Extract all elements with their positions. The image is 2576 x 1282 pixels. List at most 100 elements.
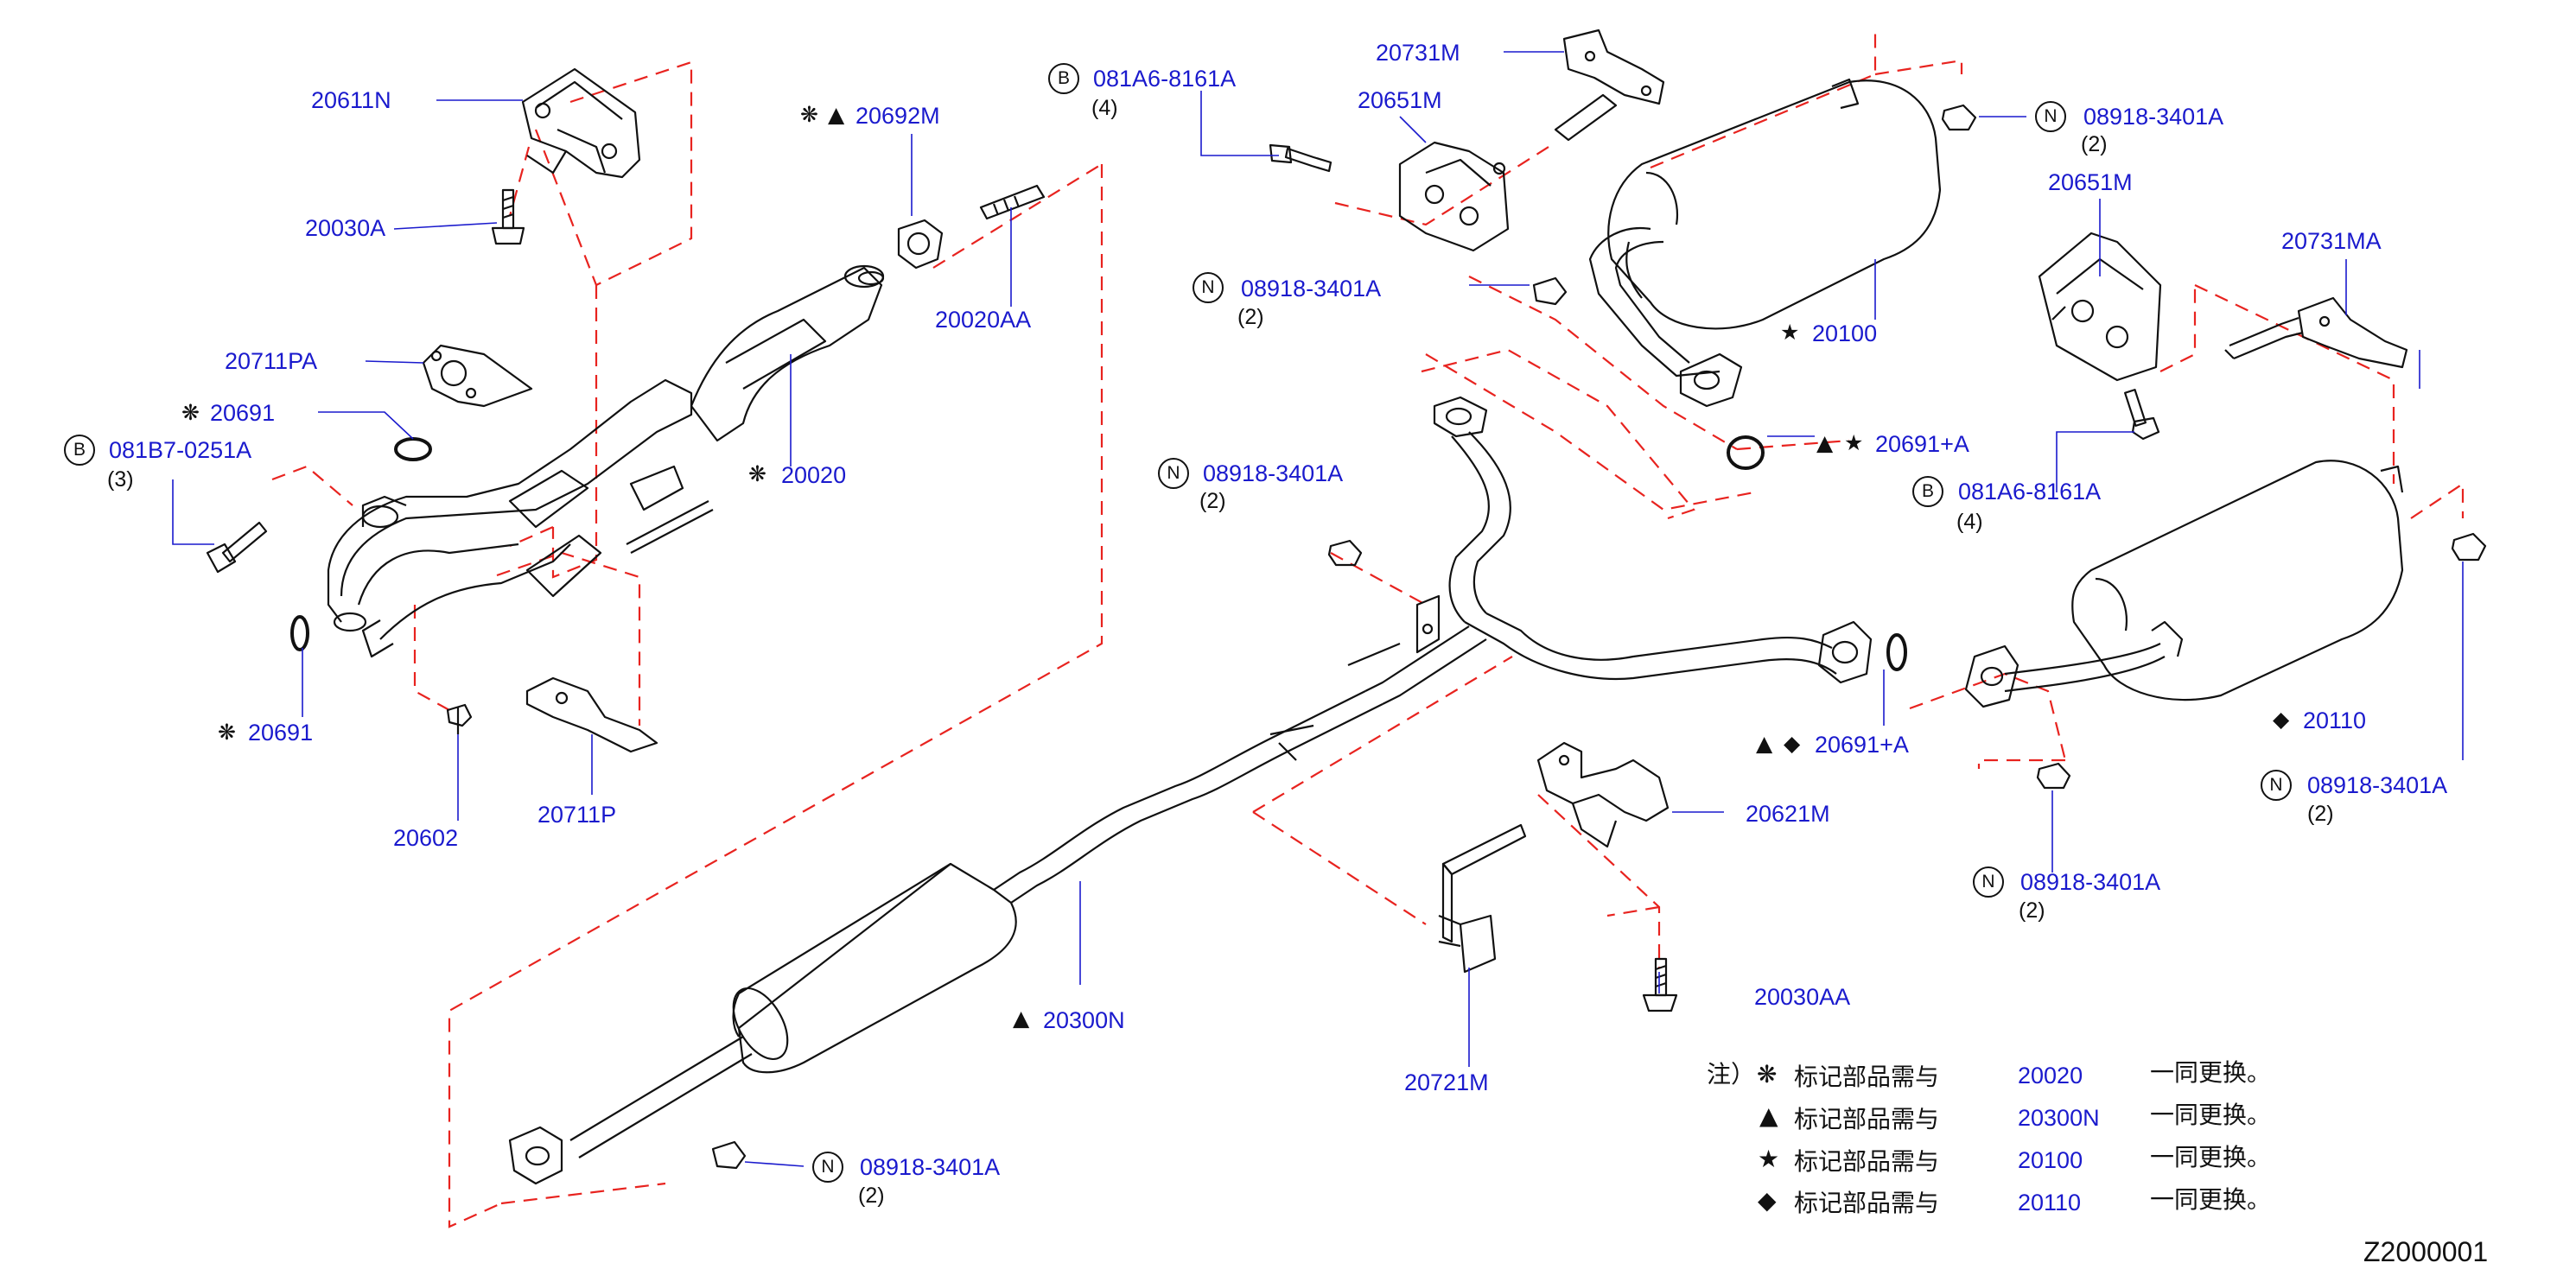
gasket-20691-upper bbox=[394, 437, 432, 461]
note-suffix: 一同更换。 bbox=[2150, 1143, 2272, 1171]
part-label-20621M[interactable]: 20621M bbox=[1746, 801, 1830, 827]
note-text: 标记部品需与 bbox=[1794, 1063, 1940, 1091]
note-symbol: ❋ bbox=[1757, 1060, 1778, 1088]
part-drawings bbox=[206, 29, 2487, 1185]
triangle-marker: ▲ bbox=[1013, 1006, 1030, 1031]
part-label-08918-3401A-3[interactable]: 08918-3401A bbox=[2083, 104, 2224, 130]
part-label-20691+A-lower[interactable]: 20691+A bbox=[1815, 732, 1909, 758]
nut-center-lower bbox=[2036, 762, 2071, 790]
qty-081A6-right: (4) bbox=[1956, 510, 1983, 534]
note-part-link[interactable]: 20020 bbox=[2018, 1063, 2083, 1088]
qty-nut-1: (2) bbox=[1237, 305, 1264, 329]
sun-marker: ❋ bbox=[218, 720, 236, 745]
qty-081B7: (3) bbox=[107, 467, 134, 492]
part-label-20691+A-upper[interactable]: 20691+A bbox=[1875, 431, 1969, 457]
bolt-081B7 bbox=[206, 521, 268, 574]
note-part-link[interactable]: 20100 bbox=[2018, 1147, 2083, 1173]
part-label-20721M[interactable]: 20721M bbox=[1404, 1069, 1489, 1095]
part-label-08918-3401A-5[interactable]: 08918-3401A bbox=[2020, 869, 2161, 895]
part-label-20020AA[interactable]: 20020AA bbox=[935, 307, 1032, 333]
stud-20020AA bbox=[979, 184, 1046, 220]
center-pipe-20300N bbox=[508, 642, 1401, 1185]
bolt-081A6-right bbox=[2124, 389, 2160, 441]
diamond-marker: ◆ bbox=[1784, 731, 1801, 756]
b-callout-icon: B bbox=[1912, 476, 1943, 507]
b-callout-icon: B bbox=[1048, 63, 1079, 94]
part-label-20692M[interactable]: 20692M bbox=[855, 103, 940, 129]
note-part-link[interactable]: 20110 bbox=[2018, 1190, 2082, 1215]
hanger-20731MA bbox=[2224, 296, 2408, 369]
star-marker: ★ bbox=[1844, 430, 1864, 455]
gasket-20691A-lower bbox=[1886, 633, 1907, 671]
part-label-081B7-0251A[interactable]: 081B7-0251A bbox=[109, 437, 252, 463]
heat-plate-20711PA bbox=[422, 344, 533, 408]
part-label-08918-3401A-6[interactable]: 08918-3401A bbox=[860, 1154, 1001, 1180]
part-label-20691-lower[interactable]: 20691 bbox=[248, 720, 314, 746]
qty-nut-6: (2) bbox=[858, 1184, 885, 1208]
sun-marker: ❋ bbox=[800, 102, 818, 127]
b-callout-icon: B bbox=[64, 435, 95, 466]
diamond-marker: ◆ bbox=[2273, 707, 2290, 732]
y-pipe bbox=[1364, 396, 1873, 705]
note-suffix: 一同更换。 bbox=[2150, 1058, 2272, 1087]
note-suffix: 一同更换。 bbox=[2150, 1101, 2272, 1129]
leader-lines bbox=[172, 51, 2464, 1167]
note-symbol: ★ bbox=[1758, 1145, 1780, 1173]
nut-y-pipe bbox=[1327, 539, 1363, 567]
nut-upper-right bbox=[1941, 104, 1977, 131]
sun-marker: ❋ bbox=[181, 400, 200, 425]
part-label-20731M[interactable]: 20731M bbox=[1376, 40, 1460, 66]
part-label-08918-3401A-4[interactable]: 08918-3401A bbox=[2307, 772, 2448, 798]
part-label-20651M-right[interactable]: 20651M bbox=[2048, 169, 2133, 195]
qty-081A6-upper: (4) bbox=[1091, 96, 1118, 120]
part-label-20711PA[interactable]: 20711PA bbox=[225, 348, 318, 374]
bracket-20621M bbox=[1536, 741, 1670, 848]
part-label-20611N[interactable]: 20611N bbox=[311, 87, 391, 113]
part-label-08918-3401A-1[interactable]: 08918-3401A bbox=[1241, 276, 1382, 301]
gasket-20691-lower bbox=[290, 615, 309, 651]
n-callout-icon: N bbox=[2261, 770, 2292, 801]
part-label-20100[interactable]: 20100 bbox=[1812, 320, 1878, 346]
part-label-20300N[interactable]: 20300N bbox=[1043, 1007, 1125, 1033]
part-label-08918-3401A-2[interactable]: 08918-3401A bbox=[1203, 460, 1344, 486]
note-symbol: ◆ bbox=[1758, 1186, 1777, 1215]
qty-nut-4: (2) bbox=[2307, 802, 2334, 826]
qty-nut-3: (2) bbox=[2081, 132, 2108, 156]
sun-marker: ❋ bbox=[748, 461, 766, 486]
nut-rear-right bbox=[2451, 532, 2487, 562]
n-callout-icon: N bbox=[1158, 458, 1189, 489]
n-callout-icon: N bbox=[1193, 272, 1224, 303]
part-label-081A6-8161A-right[interactable]: 081A6-8161A bbox=[1958, 479, 2102, 505]
triangle-marker: ▲ bbox=[1816, 430, 1834, 455]
muffler-20110 bbox=[1964, 460, 2404, 708]
note-text: 标记部品需与 bbox=[1794, 1105, 1940, 1133]
nut-bottom-left bbox=[711, 1140, 747, 1170]
hanger-20731M bbox=[1554, 29, 1665, 142]
nut-upper-center bbox=[1532, 276, 1568, 306]
part-label-081A6-8161A-upper[interactable]: 081A6-8161A bbox=[1093, 66, 1237, 92]
part-label-20691-upper[interactable]: 20691 bbox=[210, 400, 276, 426]
part-label-20731MA[interactable]: 20731MA bbox=[2281, 228, 2382, 254]
part-label-20030AA[interactable]: 20030AA bbox=[1754, 984, 1851, 1010]
note-part-link[interactable]: 20300N bbox=[2018, 1105, 2100, 1131]
note-prefix: 注） bbox=[1707, 1060, 1756, 1088]
nut-20602 bbox=[446, 703, 473, 734]
n-callout-icon: N bbox=[812, 1152, 843, 1183]
part-label-20030A[interactable]: 20030A bbox=[305, 215, 386, 241]
part-label-20110[interactable]: 20110 bbox=[2303, 708, 2367, 733]
part-label-20020[interactable]: 20020 bbox=[781, 462, 847, 488]
triangle-marker: ▲ bbox=[1756, 731, 1773, 756]
front-pipe-20020 bbox=[327, 264, 885, 658]
muffler-20100 bbox=[1588, 78, 1942, 408]
bracket-20711P bbox=[525, 676, 658, 753]
part-label-20651M-upper[interactable]: 20651M bbox=[1358, 87, 1442, 113]
hanger-20721M bbox=[1438, 823, 1527, 974]
bolt-081A6-upper bbox=[1269, 143, 1333, 173]
triangle-marker: ▲ bbox=[828, 102, 845, 127]
bracket-20611N bbox=[521, 67, 641, 179]
n-callout-icon: N bbox=[2035, 101, 2066, 132]
part-label-20602[interactable]: 20602 bbox=[393, 825, 459, 851]
part-label-20711P[interactable]: 20711P bbox=[537, 802, 617, 828]
qty-nut-5: (2) bbox=[2019, 898, 2045, 923]
